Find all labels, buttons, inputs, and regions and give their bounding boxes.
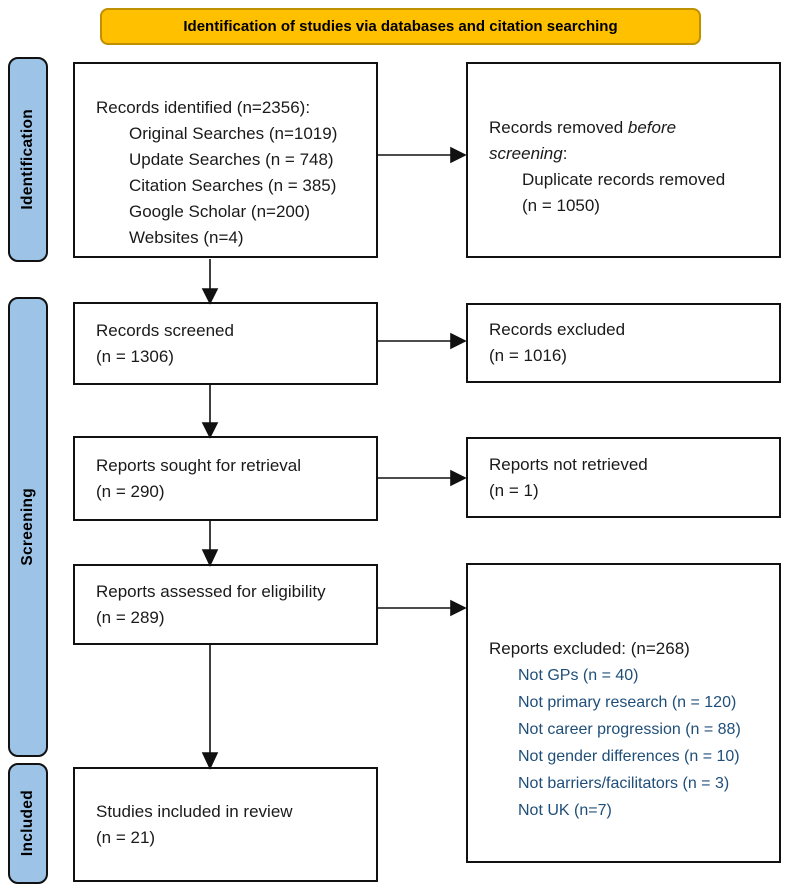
exclusion-reason: Not career progression (n = 88) (518, 721, 741, 738)
records-removed-tail: : (562, 144, 568, 163)
arrowhead-assessed-to-reportsexcluded (450, 599, 467, 617)
arrowhead-assessed-to-included (201, 752, 219, 770)
arrowhead-identified-to-screened (201, 288, 219, 305)
stage-label-identification-text: Identification (19, 109, 36, 210)
stage-label-included: Included (8, 763, 48, 884)
reports-not-retrieved-line1: Reports not retrieved (489, 454, 648, 474)
records-screened-line1: Records screened (96, 320, 234, 340)
records-removed-box: Records removed before screening: Duplic… (466, 62, 781, 258)
stage-label-screening: Screening (8, 297, 48, 757)
reports-not-retrieved-line2: (n = 1) (489, 480, 539, 500)
records-removed-title: Records removed before screening: (489, 115, 741, 167)
studies-included-line1: Studies included in review (96, 801, 293, 821)
arrowhead-sought-to-notretrieved (450, 469, 467, 487)
exclusion-reason: Not gender differences (n = 10) (518, 748, 740, 765)
stage-label-screening-text: Screening (19, 488, 36, 566)
records-removed-item: Duplicate records removed (522, 170, 726, 189)
arrowhead-screened-to-excluded (450, 332, 467, 350)
records-removed-italic: before screening (489, 118, 677, 163)
records-screened-line2: (n = 1306) (96, 346, 174, 366)
records-identified-title: Records identified (n=2356): (96, 98, 311, 117)
records-excluded-line2: (n = 1016) (489, 346, 567, 365)
records-screened-box: Records screened (n = 1306) (73, 302, 378, 385)
records-excluded-line1: Records excluded (489, 320, 626, 339)
studies-included-box: Studies included in review (n = 21) (73, 767, 378, 882)
records-identified-item: Original Searches (n=1019) (129, 124, 338, 143)
exclusion-reason: Not GPs (n = 40) (518, 667, 639, 684)
records-excluded-box: Records excluded (n = 1016) (466, 303, 781, 383)
records-identified-item: Citation Searches (n = 385) (129, 176, 337, 195)
reports-excluded-title: Reports excluded: (n=268) (489, 639, 690, 658)
exclusion-reason: Not UK (n=7) (518, 802, 612, 819)
reports-assessed-line2: (n = 289) (96, 607, 165, 627)
records-identified-box: Records identified (n=2356): Original Se… (73, 62, 378, 258)
reports-sought-box: Reports sought for retrieval (n = 290) (73, 436, 378, 521)
stage-label-identification: Identification (8, 57, 48, 262)
records-removed-lead: Records removed (489, 118, 628, 137)
reports-sought-line1: Reports sought for retrieval (96, 455, 302, 475)
reports-assessed-line1: Reports assessed for eligibility (96, 581, 326, 601)
reports-assessed-box: Reports assessed for eligibility (n = 28… (73, 564, 378, 645)
records-removed-item: (n = 1050) (522, 196, 600, 215)
banner-title: Identification of studies via databases … (100, 8, 701, 45)
studies-included-line2: (n = 21) (96, 827, 156, 847)
arrowhead-identified-to-removed (450, 146, 467, 164)
records-identified-item: Update Searches (n = 748) (129, 150, 334, 169)
exclusion-reason: Not barriers/facilitators (n = 3) (518, 775, 730, 792)
exclusion-reason: Not primary research (n = 120) (518, 694, 737, 711)
reports-excluded-box: Reports excluded: (n=268) Not GPs (n = 4… (466, 563, 781, 863)
records-identified-item: Websites (n=4) (129, 228, 244, 247)
arrowhead-sought-to-assessed (201, 549, 219, 567)
stage-label-included-text: Included (19, 790, 36, 857)
arrowhead-screened-to-sought (201, 422, 219, 439)
reports-sought-line2: (n = 290) (96, 481, 165, 501)
reports-not-retrieved-box: Reports not retrieved (n = 1) (466, 437, 781, 518)
records-identified-item: Google Scholar (n=200) (129, 202, 310, 221)
